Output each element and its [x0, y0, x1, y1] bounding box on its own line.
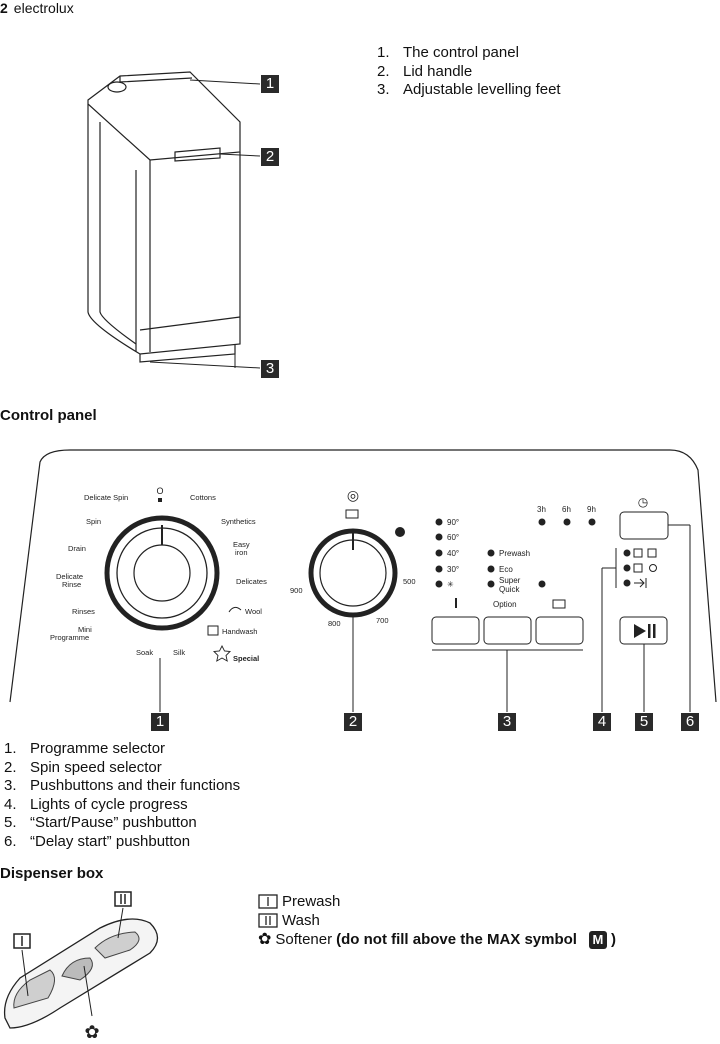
- delay-9h: 9h: [587, 505, 596, 514]
- temperature-button[interactable]: [431, 616, 480, 645]
- opt-prewash: Prewash: [499, 549, 530, 558]
- temp-cold: ✳: [447, 580, 454, 589]
- prog-rinses: Rinses: [72, 607, 95, 616]
- callout-progress-lights: 4: [593, 713, 611, 731]
- prog-handwash: Handwash: [222, 627, 257, 636]
- extra-rinse-icon: [552, 599, 566, 609]
- extra-rinse-button[interactable]: [535, 616, 584, 645]
- play-pause-icon: [634, 624, 646, 638]
- prog-delicate-spin: Delicate Spin: [84, 493, 128, 502]
- callout-spin-selector: 2: [344, 713, 362, 731]
- prog-spin: Spin: [86, 517, 101, 526]
- opt-eco: Eco: [499, 565, 513, 574]
- max-symbol: M: [588, 930, 607, 949]
- temp-40: 40°: [447, 549, 459, 558]
- star-icon: [213, 644, 231, 662]
- page-header: 2 electrolux: [0, 0, 74, 16]
- control-panel-items-list: 1.Programme selector 2.Spin speed select…: [4, 740, 240, 851]
- temp-90: 90°: [447, 518, 459, 527]
- machine-parts-list: 1.The control panel 2.Lid handle 3.Adjus…: [377, 44, 561, 100]
- opt-super: Super: [499, 576, 521, 585]
- prog-cottons: Cottons: [190, 493, 216, 502]
- off-label: O: [156, 486, 163, 496]
- list-item: 3.Adjustable levelling feet: [377, 81, 561, 98]
- prog-rinse: Rinse: [62, 580, 81, 589]
- spin-500: 500: [403, 577, 416, 586]
- brand-name: electrolux: [13, 0, 74, 16]
- control-panel-title: Control panel: [0, 407, 97, 424]
- callout-delay-start: 6: [681, 713, 699, 731]
- opt-quick: Quick: [499, 585, 520, 594]
- prog-soak: Soak: [136, 648, 153, 657]
- callout-pushbuttons: 3: [498, 713, 516, 731]
- dispenser-legend: Prewash Wash ✿ Softener (do not fill abo…: [258, 892, 616, 949]
- list-item: 5.“Start/Pause” pushbutton: [4, 814, 197, 831]
- prewash-icon: [258, 894, 278, 909]
- callout-programme-selector: 1: [151, 713, 169, 731]
- dispenser-title: Dispenser box: [0, 865, 104, 882]
- wash-icon: [258, 913, 278, 928]
- option-button[interactable]: [483, 616, 532, 645]
- temp-30: 30°: [447, 565, 459, 574]
- dispenser-box-illustration: ✿: [3, 891, 159, 1042]
- legend-softener: ✿ Softener (do not fill above the MAX sy…: [258, 930, 616, 949]
- callout-lid-handle: 2: [261, 148, 279, 166]
- prog-wool: Wool: [245, 607, 262, 616]
- prog-delicates: Delicates: [236, 577, 267, 586]
- spin-speed-dial[interactable]: [308, 528, 398, 618]
- delay-start-button[interactable]: [619, 511, 669, 540]
- handwash-icon: [207, 625, 219, 636]
- delay-3h: 3h: [537, 505, 546, 514]
- prog-easy: Easy: [233, 540, 250, 549]
- callout-control-panel: 1: [261, 75, 279, 93]
- page-number: 2: [0, 0, 8, 16]
- list-item: 4.Lights of cycle progress: [4, 795, 188, 813]
- spin-icon: ◎: [347, 487, 359, 503]
- callout-start-pause: 5: [635, 713, 653, 731]
- prog-silk: Silk: [173, 648, 185, 657]
- clock-icon: ◷: [638, 495, 648, 509]
- spin-800: 800: [328, 619, 341, 628]
- list-item: 1.The control panel: [377, 44, 519, 61]
- prog-programme: Programme: [50, 633, 89, 642]
- temp-60: 60°: [447, 533, 459, 542]
- list-item: 6.“Delay start” pushbutton: [4, 832, 191, 850]
- prog-special: Special: [233, 654, 259, 663]
- flower-icon: ✿: [84, 1022, 99, 1042]
- list-item: 2.Spin speed selector: [4, 758, 162, 776]
- legend-wash: Wash: [258, 911, 616, 930]
- washing-machine-illustration: [87, 71, 261, 369]
- no-spin-icon: [345, 509, 359, 519]
- softener-icon: ✿: [258, 931, 272, 948]
- programme-selector-dial[interactable]: [104, 515, 220, 631]
- prog-iron: iron: [235, 548, 248, 557]
- prog-mini: Mini: [78, 625, 92, 634]
- callout-levelling-feet: 3: [261, 360, 279, 378]
- prog-synthetics: Synthetics: [221, 517, 256, 526]
- list-item: 2.Lid handle: [377, 62, 473, 80]
- list-item: 1.Programme selector: [4, 740, 166, 757]
- spin-900: 900: [290, 586, 303, 595]
- wool-icon: [228, 606, 242, 613]
- list-item: 3.Pushbuttons and their functions: [4, 777, 241, 794]
- legend-prewash: Prewash: [258, 892, 616, 911]
- option-label: Option: [493, 600, 517, 609]
- rinse-hold-icon: [395, 527, 405, 537]
- delay-6h: 6h: [562, 505, 571, 514]
- control-panel-diagram: O Delicate Spin Cottons Spin Synthetics …: [9, 449, 717, 712]
- spin-700: 700: [376, 616, 389, 625]
- prog-delicate: Delicate: [56, 572, 83, 581]
- prog-drain: Drain: [68, 544, 86, 553]
